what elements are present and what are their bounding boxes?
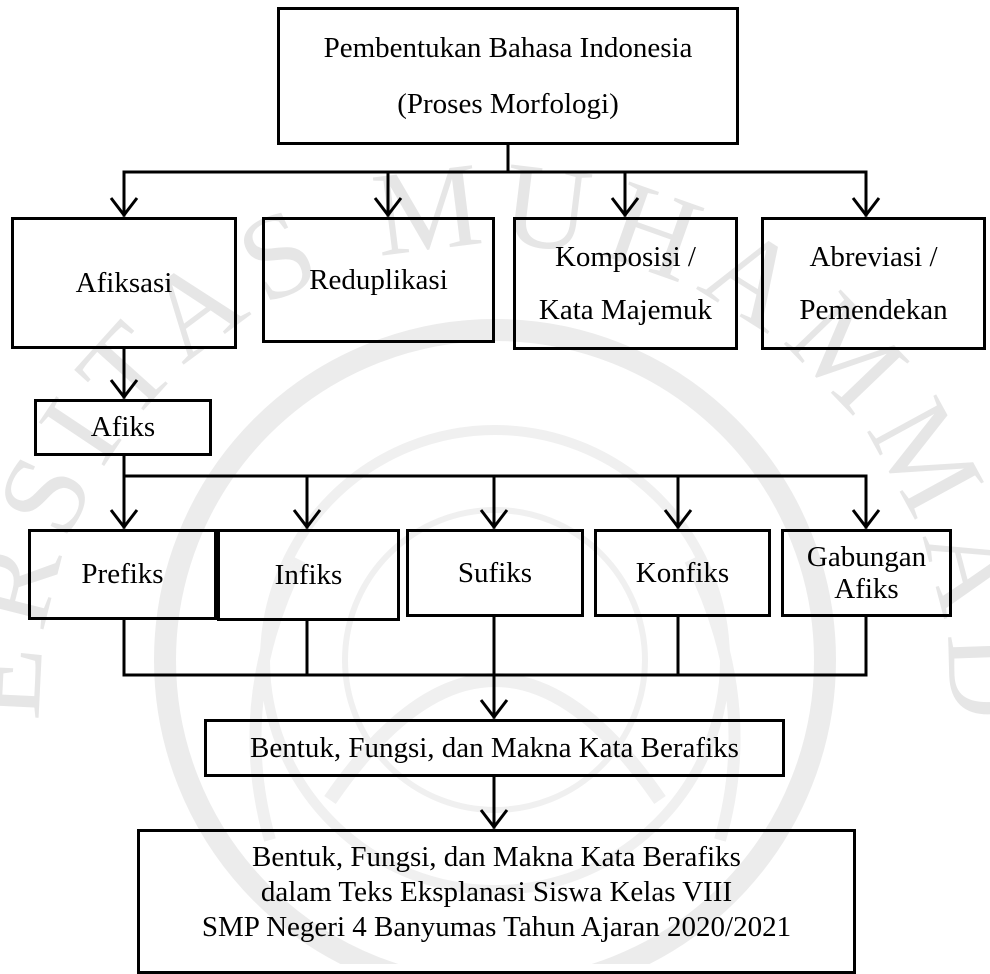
- node-bentuk-fungsi-makna-label: Bentuk, Fungsi, dan Makna Kata Berafiks: [250, 731, 739, 764]
- node-konfiks: Konfiks: [594, 529, 771, 617]
- node-reduplikasi-label: Reduplikasi: [309, 263, 448, 296]
- arrowhead-konfiks: [663, 509, 693, 530]
- arrowhead-afiks: [109, 379, 139, 400]
- node-reduplikasi: Reduplikasi: [262, 217, 495, 343]
- root-subtitle: (Proses Morfologi): [397, 88, 619, 120]
- final-summary-line1: Bentuk, Fungsi, dan Makna Kata Berafiks: [252, 841, 741, 873]
- node-infiks-label: Infiks: [274, 558, 343, 591]
- final-summary-line2: dalam Teks Eksplanasi Siswa Kelas VIII: [260, 875, 733, 908]
- root-node: Pembentukan Bahasa Indonesia (Proses Mor…: [277, 7, 739, 145]
- node-konfiks-label: Konfiks: [635, 556, 730, 589]
- node-komposisi-line2: Kata Majemuk: [538, 293, 713, 326]
- final-summary-line3: SMP Negeri 4 Banyumas Tahun Ajaran 2020/…: [201, 910, 792, 943]
- root-title: Pembentukan Bahasa Indonesia: [323, 31, 693, 64]
- node-abreviasi-line1: Abreviasi /: [809, 241, 938, 274]
- arrowhead-abreviasi: [851, 197, 881, 218]
- node-bentuk-fungsi-makna: Bentuk, Fungsi, dan Makna Kata Berafiks: [204, 719, 785, 777]
- node-sufiks: Sufiks: [406, 529, 584, 617]
- arrowhead-gabungan: [851, 509, 881, 530]
- node-final-summary: Bentuk, Fungsi, dan Makna Kata Berafiks …: [137, 829, 856, 974]
- node-komposisi: Komposisi / Kata Majemuk: [513, 217, 738, 350]
- arrowhead-komposisi: [610, 197, 640, 218]
- node-gabungan-line2: Afiks: [834, 573, 899, 605]
- node-infiks: Infiks: [217, 529, 400, 621]
- node-prefiks: Prefiks: [28, 529, 217, 620]
- node-abreviasi: Abreviasi / Pemendekan: [761, 217, 986, 350]
- node-sufiks-label: Sufiks: [457, 556, 533, 589]
- arrowhead-reduplikasi: [373, 197, 403, 218]
- arrowhead-infiks: [292, 509, 322, 530]
- arrowhead-prefiks: [109, 509, 139, 530]
- node-afiks-label: Afiks: [90, 411, 156, 444]
- node-gabungan-line1: Gabungan: [806, 540, 927, 573]
- arrowhead-form-box: [479, 699, 509, 720]
- arrowhead-final-box: [479, 809, 509, 830]
- arrowhead-afiksasi: [109, 197, 139, 218]
- node-afiksasi-label: Afiksasi: [75, 266, 173, 299]
- node-komposisi-line1: Komposisi /: [554, 241, 696, 274]
- node-afiks: Afiks: [34, 399, 212, 456]
- node-gabungan-afiks: Gabungan Afiks: [781, 529, 952, 617]
- node-prefiks-label: Prefiks: [81, 558, 164, 591]
- arrowhead-sufiks: [479, 509, 509, 530]
- node-afiksasi: Afiksasi: [11, 217, 237, 349]
- node-abreviasi-line2: Pemendekan: [799, 293, 948, 326]
